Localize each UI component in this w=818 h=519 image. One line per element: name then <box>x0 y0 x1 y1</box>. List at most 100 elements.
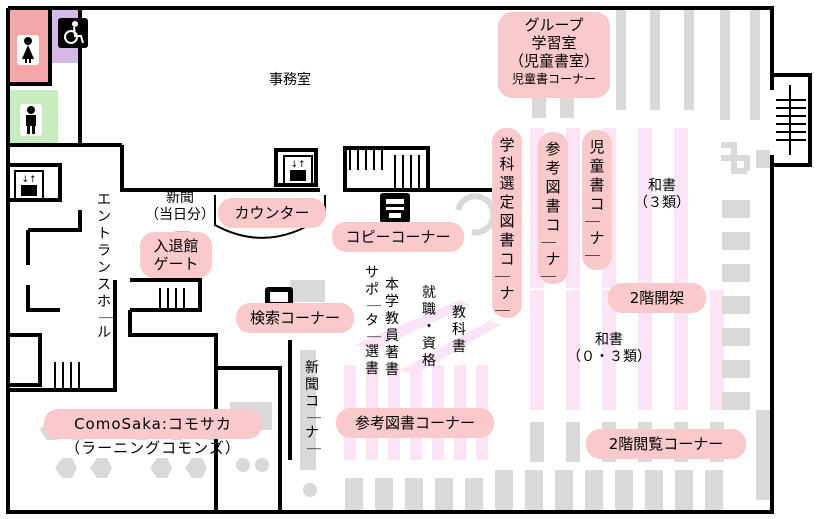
vertical-glyph: 新 <box>305 360 319 376</box>
vertical-glyph: ｜ <box>305 411 321 425</box>
washo-3-label: 和書 （３類） <box>630 178 694 212</box>
svg-text:↓↑: ↓↑ <box>21 175 36 185</box>
vertical-glyph: 教 <box>385 311 399 327</box>
vertical-glyph: エ <box>97 192 111 208</box>
copy-corner-label: コピーコーナー <box>332 222 464 252</box>
floor2-reading-label: 2階閲覧コーナー <box>586 429 746 459</box>
vertical-glyph: 書 <box>365 361 379 377</box>
vertical-glyph: 教 <box>452 305 466 321</box>
gakka-sentei-label: 学科選定図書コ｜ナ｜ <box>492 128 522 318</box>
entrance-hall-label: エントランスホ｜ル <box>96 192 113 342</box>
vertical-glyph: 考 <box>545 159 561 177</box>
vertical-glyph: 図 <box>499 212 515 230</box>
elevator-icon: ↓↑ <box>14 170 44 200</box>
floor2-open-label: 2階開架 <box>608 283 706 313</box>
hongaku-label: 本学教員著書 <box>384 277 400 379</box>
vertical-glyph: ｜ <box>97 311 113 325</box>
vertical-glyph: ・ <box>422 319 436 335</box>
vertical-glyph: コ <box>589 195 605 213</box>
vertical-glyph: サ <box>365 265 379 281</box>
newspaper-label: 新聞 <box>166 190 194 206</box>
vertical-glyph: ｜ <box>365 299 381 313</box>
female-restroom-icon <box>17 35 39 65</box>
kyoka-label: 教科書 <box>451 305 467 356</box>
newspaper-today-label: 新聞 （当日分） <box>140 190 220 224</box>
vertical-glyph: ｜ <box>583 248 601 263</box>
vertical-glyph: 職 <box>422 302 436 318</box>
shushoku-label: 就職・資格 <box>421 285 437 370</box>
jidosho-vertical-label: 児童書コ｜ナ｜ <box>582 130 612 270</box>
vertical-glyph: 学 <box>385 294 399 310</box>
vertical-glyph: 科 <box>499 155 515 173</box>
vertical-glyph: ナ <box>589 229 605 247</box>
vertical-glyph: ホ <box>97 294 111 310</box>
copier-icon <box>380 193 410 223</box>
vertical-glyph: タ <box>365 313 379 329</box>
male-restroom-icon <box>20 104 42 136</box>
vertical-glyph: 書 <box>385 362 399 378</box>
class-3-label: （３類） <box>634 195 690 211</box>
group-study-line1: グループ <box>524 16 584 34</box>
vertical-glyph: 童 <box>589 157 605 175</box>
vertical-glyph: ル <box>97 325 111 341</box>
vertical-glyph: 科 <box>452 322 466 338</box>
pillar-arc <box>455 193 497 236</box>
class-03-label: （０・３類） <box>567 349 651 365</box>
vertical-glyph: 著 <box>385 345 399 361</box>
vertical-glyph: ｜ <box>493 269 511 284</box>
vertical-glyph: コ <box>305 394 319 410</box>
vertical-glyph: 児 <box>589 138 605 156</box>
gate-label: 入退館 ゲート <box>140 232 212 278</box>
vertical-glyph: ｜ <box>305 442 321 456</box>
vertical-glyph: ス <box>97 277 111 293</box>
vertical-glyph: 選 <box>365 344 379 360</box>
today-label: （当日分） <box>145 207 215 223</box>
vertical-glyph: ラ <box>97 243 111 259</box>
group-study-label: グループ 学習室 （児童書室） 児童書コーナー <box>498 12 610 98</box>
vertical-glyph: ｜ <box>539 269 557 284</box>
vertical-glyph: ポ <box>365 282 379 298</box>
vertical-glyph: 本 <box>385 277 399 293</box>
stairs <box>54 85 806 388</box>
vertical-glyph: コ <box>499 250 515 268</box>
gate-line2: ゲート <box>153 255 199 273</box>
gate-line1: 入退館 <box>153 237 199 255</box>
comosaka-sub-label: （ラーニングコモンズ） <box>65 439 241 457</box>
vertical-glyph: ナ <box>545 250 561 268</box>
vertical-glyph: 資 <box>422 336 436 352</box>
vertical-glyph: ｜ <box>365 330 381 344</box>
temple-symbol <box>721 142 750 174</box>
vertical-glyph: 書 <box>452 339 466 355</box>
vertical-glyph: コ <box>545 216 561 234</box>
office-label: 事務室 <box>269 72 311 88</box>
elevator-icon: ↓↑ <box>283 155 313 185</box>
vertical-glyph: ナ <box>499 284 515 302</box>
vertical-glyph: 学 <box>499 136 515 154</box>
vertical-glyph: 員 <box>385 328 399 344</box>
comosaka-label: ComoSaka:コモサカ <box>44 409 262 439</box>
vertical-glyph: 格 <box>422 353 436 369</box>
vertical-glyph: 図 <box>545 178 561 196</box>
vertical-glyph: 参 <box>545 140 561 158</box>
svg-text:↓↑: ↓↑ <box>290 160 305 170</box>
vertical-glyph: ナ <box>305 425 319 441</box>
sanko-tosho-vertical-label: 参考図書コ｜ナ｜ <box>538 132 568 284</box>
vertical-glyph: ｜ <box>539 235 557 250</box>
vertical-glyph: 就 <box>422 285 436 301</box>
reference-corner-label: 参考図書コーナー <box>336 408 494 438</box>
washo-label: 和書 <box>595 332 623 348</box>
vertical-glyph: ト <box>97 226 111 242</box>
vertical-glyph: 書 <box>589 176 605 194</box>
shinbun-corner-label: 新聞コ｜ナ｜ <box>304 360 321 456</box>
vertical-glyph: ｜ <box>493 303 511 318</box>
group-study-line3: （児童書室） <box>508 52 599 70</box>
vertical-glyph: 書 <box>499 231 515 249</box>
counter-label: カウンター <box>218 198 326 228</box>
supporter-label: サポ｜タ｜選書 <box>364 265 381 378</box>
vertical-glyph: ｜ <box>583 214 601 229</box>
vertical-glyph: ン <box>97 260 111 276</box>
washo-03-label: 和書 （０・３類） <box>564 332 654 366</box>
vertical-glyph: 定 <box>499 193 515 211</box>
search-corner-label: 検索コーナー <box>236 303 354 333</box>
group-study-line4: 児童書コーナー <box>511 72 596 86</box>
